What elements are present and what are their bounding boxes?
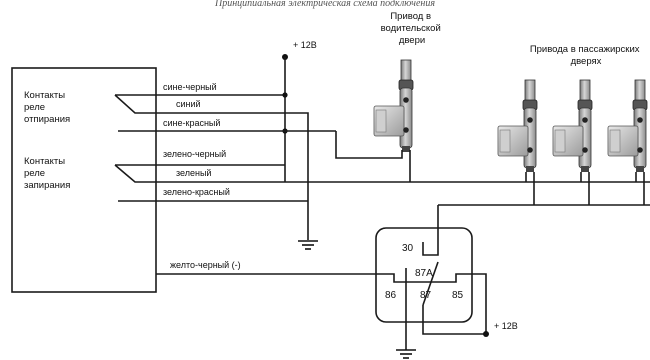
wire-label-green-black: зелено-черный bbox=[163, 149, 226, 159]
unlock-relay-label: Контакты реле отпирания bbox=[24, 90, 70, 125]
relay-coil-85 bbox=[445, 273, 487, 334]
wire-label-blue: синий bbox=[176, 99, 201, 109]
ground-wire-left bbox=[156, 112, 309, 240]
driver-door-actuator bbox=[373, 59, 414, 153]
wire-label-blue-red: сине-красный bbox=[163, 118, 220, 128]
lock-relay-switch bbox=[114, 164, 156, 183]
wire-label-green-red: зелено-красный bbox=[163, 187, 230, 197]
passenger-door-actuator bbox=[607, 79, 648, 173]
driver-actuator-title: Привод в водительской двери bbox=[381, 11, 444, 46]
ground-symbol-bottom bbox=[396, 349, 416, 359]
relay-pin-86: 86 bbox=[385, 290, 397, 301]
wire-label-yellow-black: желто-черный (-) bbox=[170, 260, 241, 270]
passenger-door-actuator bbox=[497, 79, 538, 173]
lock-relay-label: Контакты реле запирания bbox=[24, 156, 70, 191]
unlock-relay-switch bbox=[114, 94, 156, 114]
wire-label-green: зеленый bbox=[176, 168, 211, 178]
relay-body bbox=[375, 227, 473, 323]
diagram-caption: Принципиальная электрическая схема подкл… bbox=[215, 0, 435, 9]
wire-label-blue-black: сине-черный bbox=[163, 82, 217, 92]
junction-dot bbox=[282, 92, 288, 98]
supply-terminal-bottom bbox=[483, 331, 489, 337]
supply-label-top: + 12В bbox=[293, 40, 317, 50]
ground-symbol-left bbox=[298, 240, 318, 250]
driver-actuator-wire-a bbox=[335, 131, 403, 159]
passenger-actuators-title: Привода в пассажирских дверях bbox=[530, 44, 642, 67]
relay-switch-arm bbox=[422, 261, 439, 306]
relay-contacts-box bbox=[11, 67, 157, 293]
supply-label-bottom: + 12В bbox=[494, 321, 518, 331]
relay-pin-30: 30 bbox=[402, 243, 414, 254]
passenger-door-actuator bbox=[552, 79, 593, 173]
relay-contact-30 bbox=[422, 205, 439, 256]
relay-pin-87a: 87A bbox=[415, 268, 433, 279]
relay-pin-85: 85 bbox=[452, 290, 464, 301]
relay-switch-87-out bbox=[422, 305, 486, 335]
relay-coil-86 bbox=[156, 273, 405, 283]
